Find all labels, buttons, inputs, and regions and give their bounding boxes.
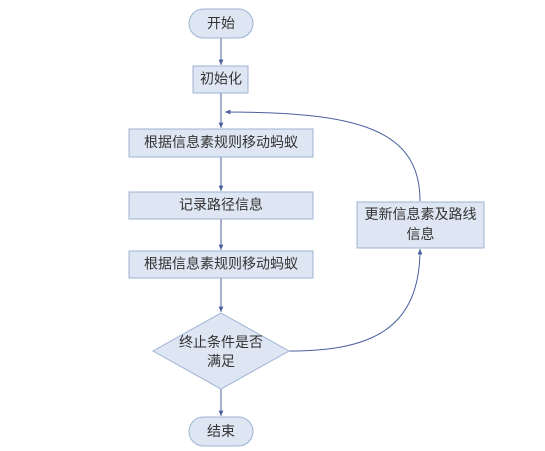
record-path-label: 记录路径信息: [179, 197, 263, 214]
condition-shape: [151, 312, 291, 390]
move-ants-shape-1: [128, 128, 314, 158]
move-ants-node-1: 根据信息素规则移动蚂蚁: [128, 128, 314, 158]
init-node: 初始化: [192, 65, 249, 94]
update-node: 更新信息素及路线 信息: [356, 201, 485, 249]
record-path-node: 记录路径信息: [128, 191, 314, 220]
record-path-shape: [128, 191, 314, 220]
edge-update-loop: [224, 109, 421, 202]
move-ants-label-1: 根据信息素规则移动蚂蚁: [144, 134, 298, 151]
end-shape: [188, 416, 254, 447]
condition-label-line-1: 终止条件是否: [179, 334, 263, 351]
edge-condition-update: [288, 248, 423, 352]
start-node: 开始: [188, 8, 254, 39]
update-label-line-2: 信息: [407, 226, 435, 243]
edges: [218, 38, 423, 416]
condition-node: 终止条件是否 满足: [151, 312, 291, 390]
init-label: 初始化: [200, 71, 242, 88]
start-shape: [188, 8, 254, 39]
update-shape: [356, 201, 485, 249]
update-label-line-1: 更新信息素及路线: [365, 206, 477, 223]
move-ants-shape-2: [128, 250, 314, 279]
condition-label-line-2: 满足: [207, 354, 235, 370]
init-shape: [192, 65, 249, 94]
move-ants-label-2: 根据信息素规则移动蚂蚁: [144, 256, 298, 273]
end-node: 结束: [188, 416, 254, 447]
move-ants-node-2: 根据信息素规则移动蚂蚁: [128, 250, 314, 279]
start-label: 开始: [207, 16, 235, 32]
end-label: 结束: [207, 424, 235, 440]
